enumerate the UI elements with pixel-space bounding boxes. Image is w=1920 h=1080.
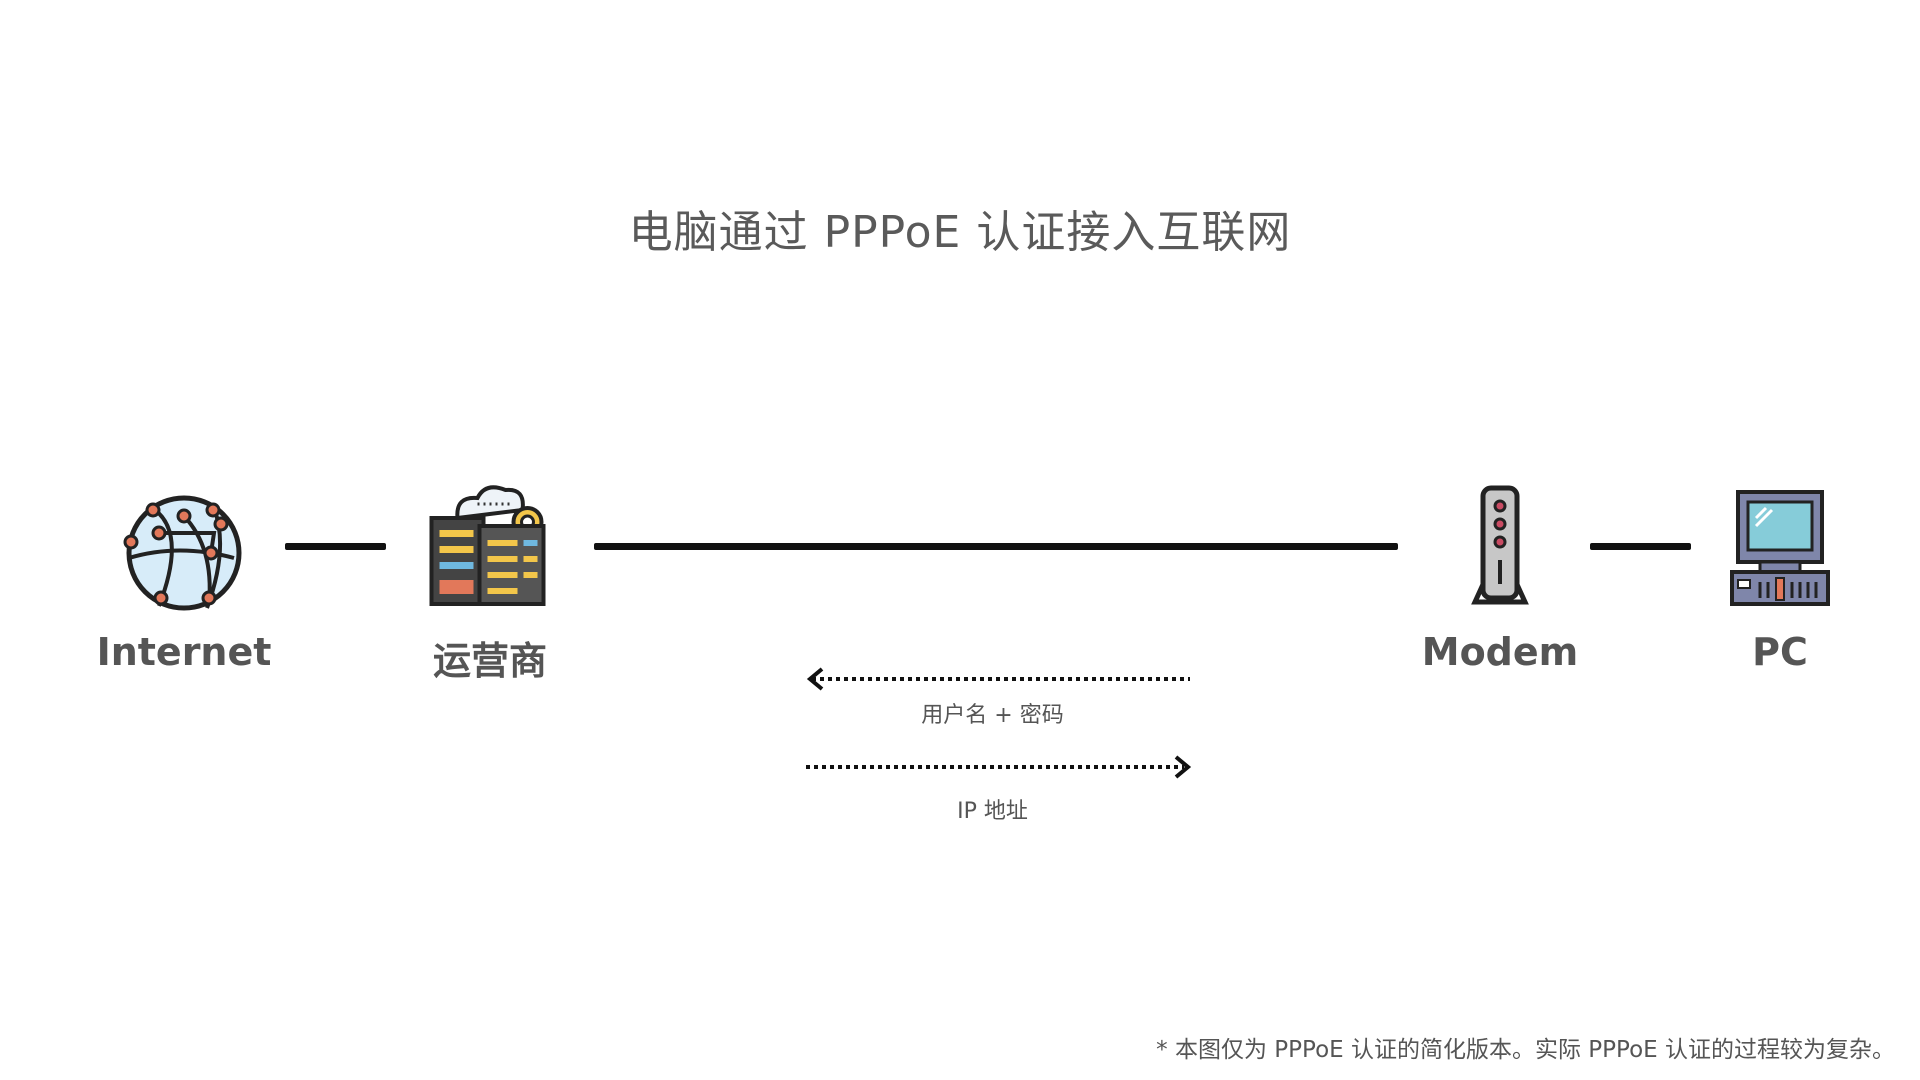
globe-network-icon: [119, 488, 249, 618]
link-modem-pc: [1590, 543, 1691, 550]
node-internet: Internet: [64, 480, 304, 680]
isp-server-icon: [428, 478, 553, 608]
flow-arrow-right: [806, 755, 1192, 779]
node-modem: Modem: [1380, 480, 1620, 680]
node-pc: PC: [1660, 480, 1900, 680]
footnote: * 本图仅为 PPPoE 认证的简化版本。实际 PPPoE 认证的过程较为复杂。: [1156, 1037, 1895, 1063]
link-isp-modem: [594, 543, 1398, 550]
flow-label-ip: IP 地址: [957, 799, 1028, 824]
flow-arrow-left: [806, 667, 1190, 691]
pc-icon: [1730, 488, 1830, 608]
node-label: Internet: [96, 630, 272, 674]
modem-icon: [1465, 484, 1535, 609]
link-internet-isp: [285, 543, 386, 550]
node-isp: 运营商: [370, 478, 610, 683]
node-label: PC: [1752, 630, 1808, 674]
node-label: 运营商: [432, 639, 547, 683]
flow-label-credentials: 用户名 + 密码: [921, 703, 1064, 728]
diagram-title: 电脑通过 PPPoE 认证接入互联网: [628, 207, 1292, 258]
node-label: Modem: [1421, 630, 1579, 674]
